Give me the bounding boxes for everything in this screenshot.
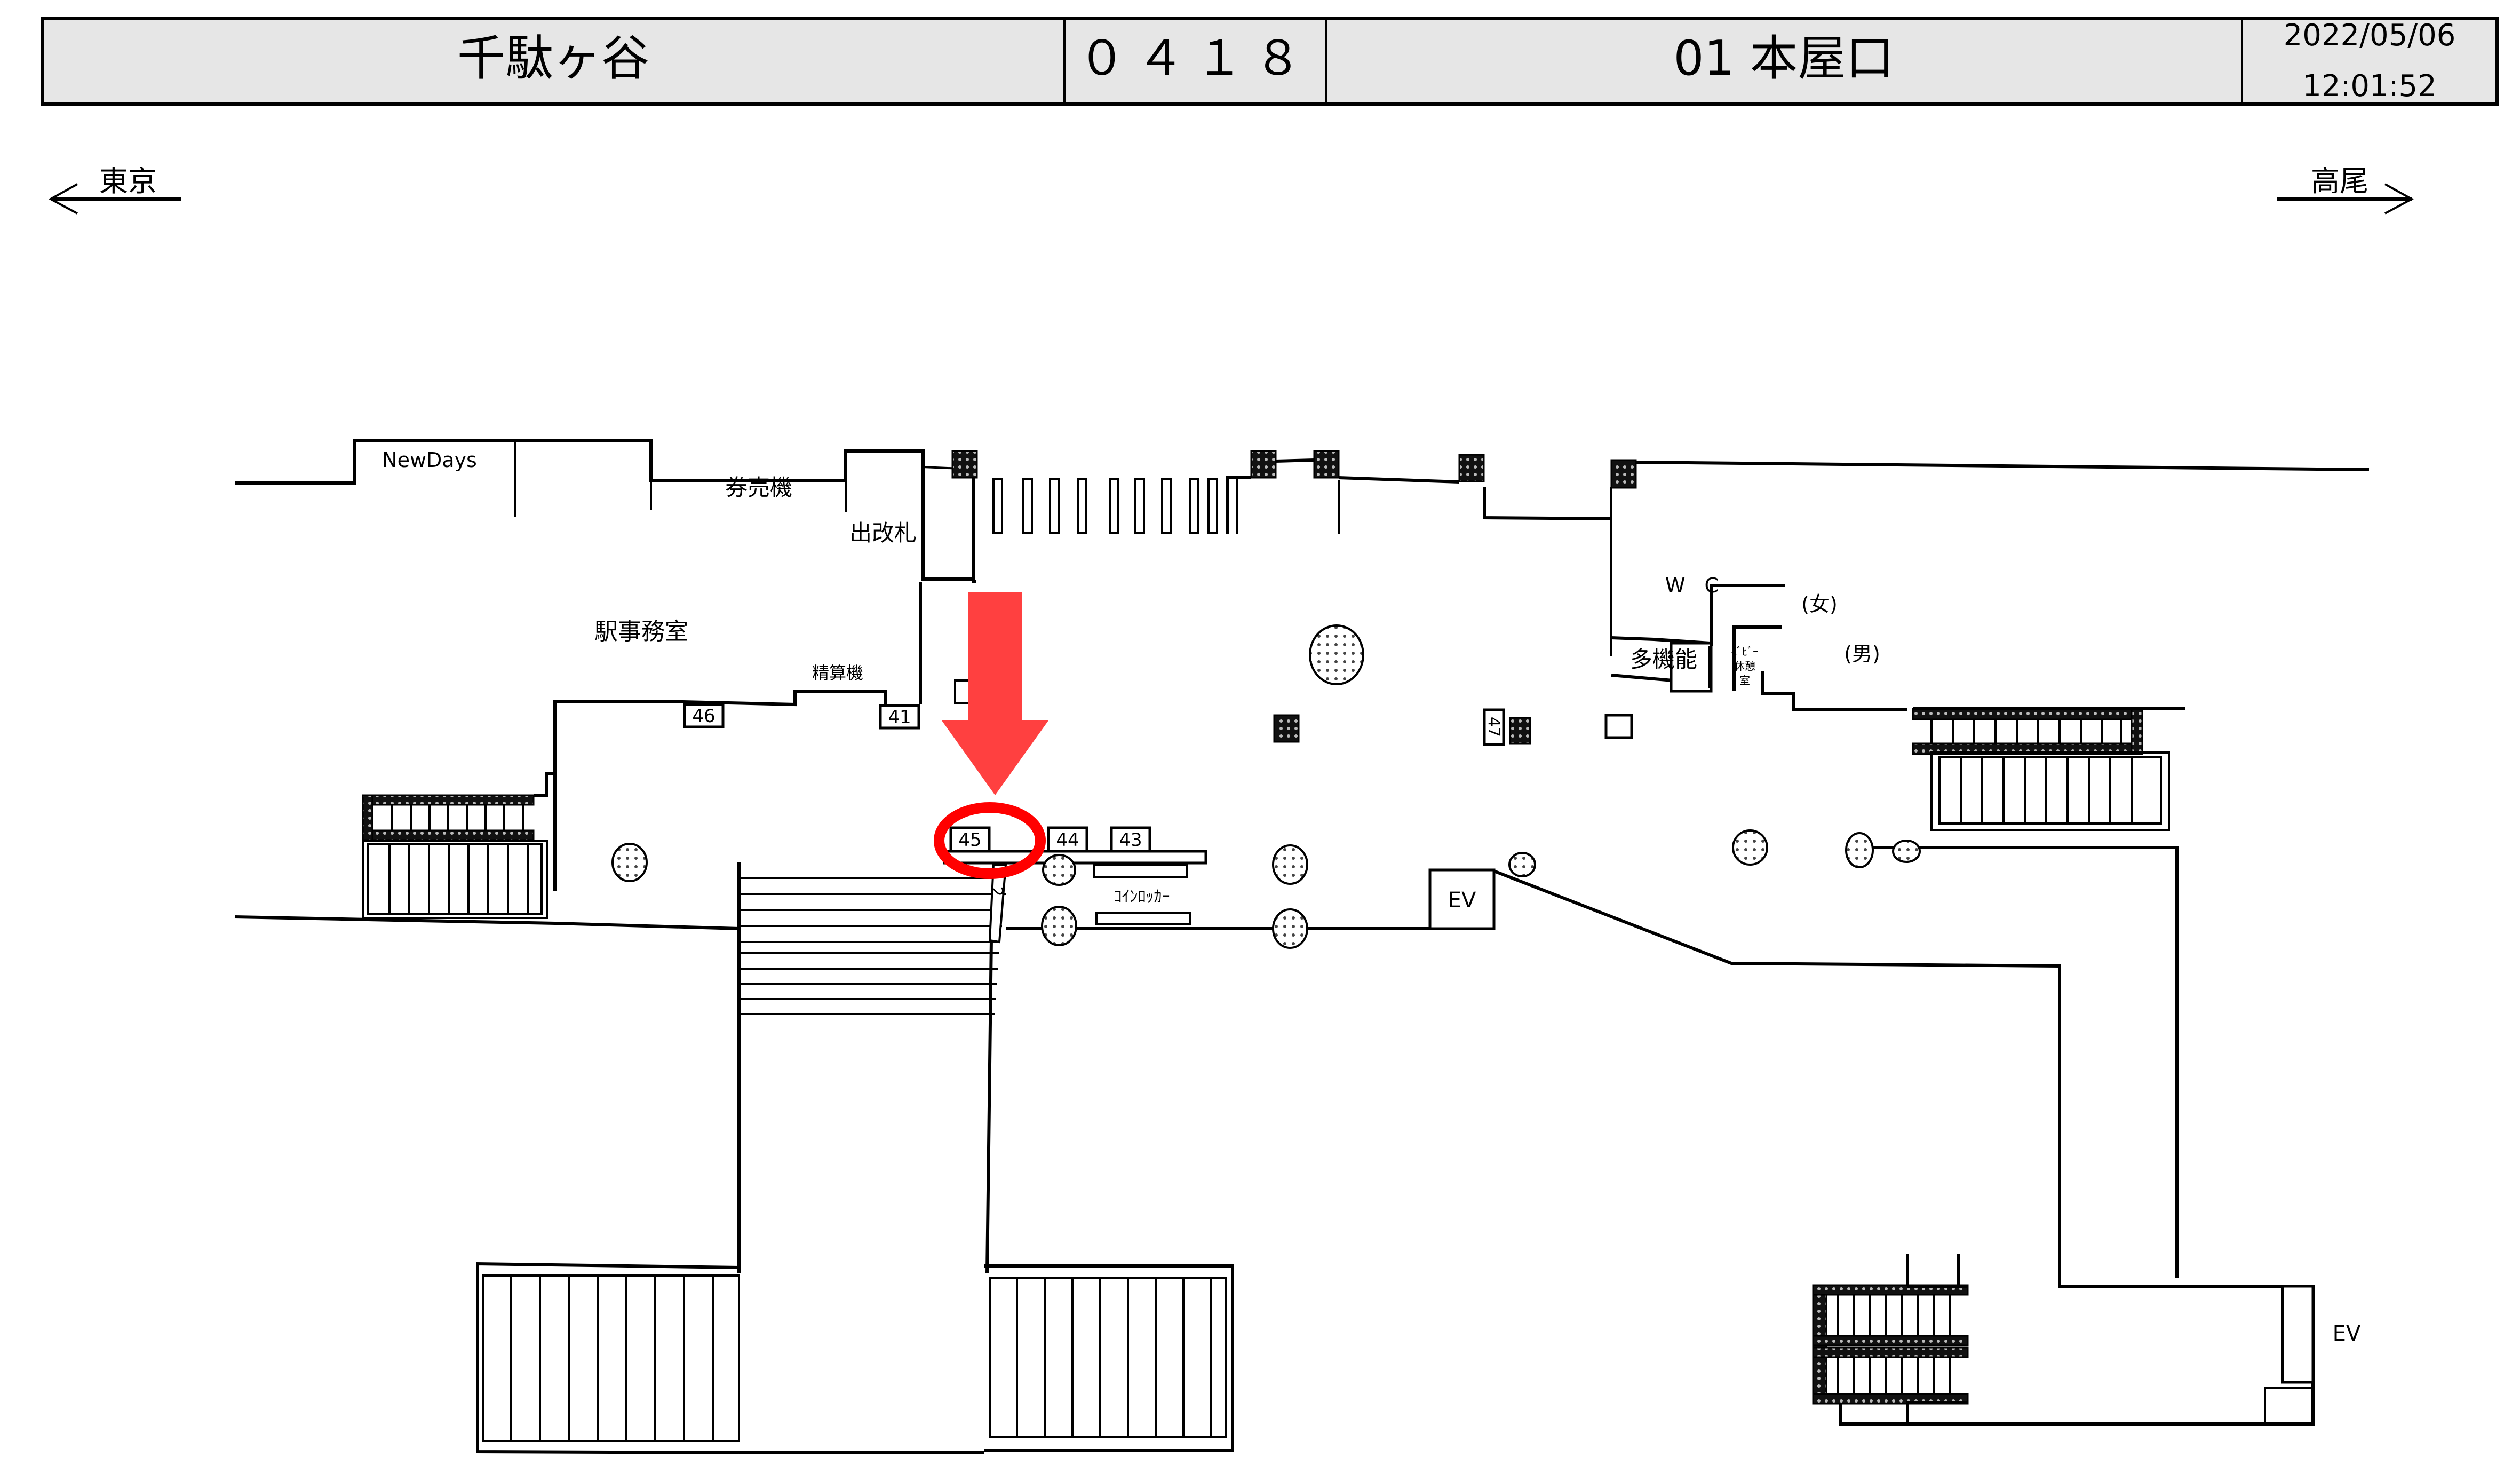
baby-room-label-2: 休憩 [1734, 660, 1755, 672]
baby-room-label-1: ﾍﾞﾋﾞｰ [1731, 645, 1758, 658]
ad-spot-label: 43 [1119, 829, 1142, 851]
pillar-top-5 [1610, 459, 1637, 489]
pillars [611, 624, 1921, 949]
ad-spot-label: 41 [888, 707, 911, 728]
ad-spot-46[interactable]: 46 [683, 703, 725, 728]
highlight-circle [934, 802, 1046, 879]
pillar-top-1 [951, 450, 978, 479]
baby-room-label-3: 室 [1739, 674, 1750, 687]
ad-spot-label: 45 [958, 829, 981, 851]
bottom-right-stairs [984, 1264, 1234, 1452]
center-stairs [737, 853, 1007, 1273]
ad-spot-41[interactable]: 41 [879, 704, 920, 730]
bottom-right-escalator [1812, 1254, 1969, 1424]
ad-spot-label: 47 [1484, 717, 1503, 737]
multi-function-restroom-label: 多機能 [1630, 646, 1697, 672]
pillar [1892, 840, 1921, 863]
wc-label: W C [1665, 574, 1725, 597]
ad-spot-45[interactable]: 45 [949, 826, 991, 853]
direction-right-label: 高尾 [2311, 164, 2368, 198]
ad-spot-label: 46 [692, 706, 715, 727]
men-restroom-label: (男) [1844, 642, 1880, 666]
ticket-machine-label: 券売機 [725, 474, 792, 501]
ad-spot-label: 44 [1056, 829, 1079, 851]
station-office-label: 駅事務室 [594, 618, 688, 645]
coin-locker-label: ｺｲﾝﾛｯｶｰ [1114, 888, 1170, 906]
ad-spot-label: 2 [987, 886, 1006, 896]
center-concourse-walls [943, 850, 2315, 1426]
bottom-left-stairs [476, 1262, 740, 1454]
pillar-top-3 [1313, 450, 1340, 479]
direction-left-label: 東京 [99, 164, 157, 198]
header-bar: 千駄ヶ谷 ０４１８ 01 本屋口 2022/05/06 12:01:52 [41, 17, 2499, 106]
ad-spot-43[interactable]: 43 [1110, 826, 1151, 853]
ad-spot-2[interactable]: 2 [987, 886, 1006, 896]
pillar [611, 843, 648, 882]
station-code: ０４１８ [1078, 30, 1313, 86]
pillar-dark-center [1273, 714, 1300, 743]
highlight-arrow-icon [942, 592, 1048, 795]
ad-spot-47[interactable]: 47 [1483, 708, 1505, 746]
left-stairs [362, 704, 557, 919]
direction-left: 東京 [48, 164, 181, 215]
pillar [1272, 844, 1308, 885]
elevator-lobby-box [2264, 1387, 2314, 1425]
ad-spot-44[interactable]: 44 [1047, 826, 1088, 853]
women-restroom-label: (女) [1801, 592, 1838, 616]
pillar-top-2 [1250, 450, 1277, 479]
wc-area [1611, 584, 1907, 711]
elevator-label-bottom-right: EV [2333, 1321, 2361, 1346]
exit-gate-label: 出改札 [849, 520, 917, 546]
time-text: 12:01:52 [2302, 69, 2437, 104]
arrow-right-icon [2277, 183, 2414, 215]
pillar [1845, 832, 1874, 868]
arrow-left-icon [48, 183, 181, 215]
date-text: 2022/05/06 [2284, 18, 2456, 53]
pillar-top-4 [1458, 454, 1485, 482]
small-box [1604, 714, 1633, 739]
ticket-gates [992, 478, 1218, 534]
right-stairs [1912, 707, 2185, 831]
station-name: 千駄ヶ谷 [457, 30, 649, 86]
pillar [1272, 908, 1308, 949]
pillar [1041, 906, 1077, 946]
elevator-label: EV [1448, 888, 1476, 913]
pillar [1508, 852, 1536, 877]
elevator-bottom-right-box [2281, 1285, 2315, 1384]
pillar [1732, 829, 1768, 866]
pillar-large [1309, 624, 1364, 685]
walls-top-left [234, 439, 976, 930]
exit-name: 01 本屋口 [1673, 30, 1894, 86]
direction-right: 高尾 [2277, 164, 2414, 215]
pillar-dark-47 [1509, 717, 1531, 745]
fare-adjust-label: 精算機 [812, 663, 863, 683]
pillar [1042, 854, 1076, 886]
newdays-label: NewDays [382, 448, 477, 472]
